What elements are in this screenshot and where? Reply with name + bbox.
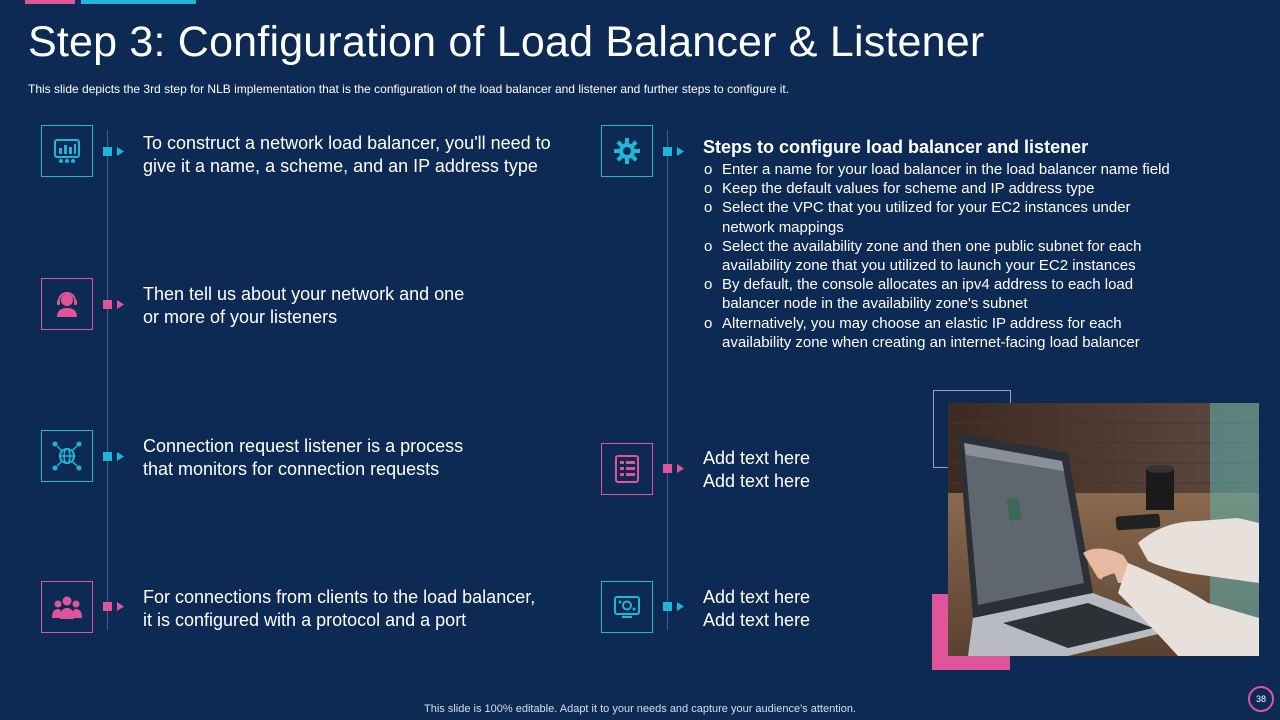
dashboard-icon — [41, 125, 93, 177]
list-item: Keep the default values for scheme and I… — [703, 179, 1223, 198]
text-line: availability zone when creating an inter… — [722, 333, 1140, 351]
left-item-4-text: For connections from clients to the load… — [143, 586, 535, 632]
text-line: For connections from clients to the load… — [143, 587, 536, 607]
list-item: Select the VPC that you utilized for you… — [703, 198, 1223, 236]
text-line: it is configured with a protocol and a p… — [143, 610, 467, 630]
top-accent-bar-pink — [25, 0, 75, 4]
list-item: Enter a name for your load balancer in t… — [703, 160, 1223, 179]
steps-list: Enter a name for your load balancer in t… — [703, 160, 1223, 352]
right-timeline — [667, 130, 668, 630]
checklist-icon — [601, 443, 653, 495]
text-line: Select the VPC that you utilized for you… — [722, 199, 1131, 217]
slide-title: Step 3: Configuration of Load Balancer &… — [28, 18, 985, 66]
text-line: Enter a name for your load balancer in t… — [722, 161, 1170, 178]
text-line: Add text here — [703, 448, 811, 468]
text-line: Alternatively, you may choose an elastic… — [722, 314, 1122, 332]
connector-marker — [663, 147, 684, 156]
connector-marker — [103, 300, 124, 309]
text-line: Select the availability zone and then on… — [722, 237, 1142, 255]
text-line: Add text here — [703, 587, 811, 607]
connector-marker — [103, 602, 124, 611]
text-line: By default, the console allocates an ipv… — [722, 276, 1134, 294]
connector-marker — [663, 602, 684, 611]
text-line: or more of your listeners — [143, 307, 338, 327]
left-item-3-text: Connection request listener is a process… — [143, 435, 463, 481]
slide-subtitle: This slide depicts the 3rd step for NLB … — [28, 82, 790, 96]
network-globe-icon — [41, 430, 93, 482]
text-line: availability zone that you utilized to l… — [722, 257, 1136, 275]
list-item: Select the availability zone and then on… — [703, 237, 1223, 275]
top-accent-bar-cyan — [81, 0, 196, 4]
right-item-3-text: Add text here Add text here — [703, 586, 810, 632]
text-line: Add text here — [703, 610, 811, 630]
connector-marker — [103, 452, 124, 461]
gear-icon — [601, 125, 653, 177]
text-line: that monitors for connection requests — [143, 459, 440, 479]
server-icon — [601, 581, 653, 633]
slide-footer: This slide is 100% editable. Adapt it to… — [424, 703, 856, 715]
text-line: balancer node in the availability zone's… — [722, 295, 1028, 313]
connector-marker — [663, 464, 684, 473]
support-agent-icon — [41, 278, 93, 330]
text-line: Then tell us about your network and one — [143, 284, 465, 304]
page-number-badge: 38 — [1248, 686, 1274, 712]
text-line: To construct a network load balancer, yo… — [143, 133, 551, 153]
team-icon — [41, 581, 93, 633]
page-number: 38 — [1255, 694, 1266, 704]
list-item: Alternatively, you may choose an elastic… — [703, 314, 1223, 352]
left-item-2-text: Then tell us about your network and one … — [143, 283, 464, 329]
text-line: Connection request listener is a process — [143, 436, 464, 456]
connector-marker — [103, 147, 124, 156]
right-item-2-text: Add text here Add text here — [703, 447, 810, 493]
text-line: network mappings — [722, 218, 844, 236]
left-timeline — [107, 130, 108, 630]
laptop-photo-icon — [948, 403, 1259, 656]
left-item-1-text: To construct a network load balancer, yo… — [143, 132, 551, 178]
text-line: give it a name, a scheme, and an IP addr… — [143, 156, 538, 176]
steps-heading: Steps to configure load balancer and lis… — [703, 137, 1089, 157]
list-item: By default, the console allocates an ipv… — [703, 275, 1223, 313]
text-line: Add text here — [703, 471, 811, 491]
text-line: Keep the default values for scheme and I… — [722, 180, 1095, 198]
